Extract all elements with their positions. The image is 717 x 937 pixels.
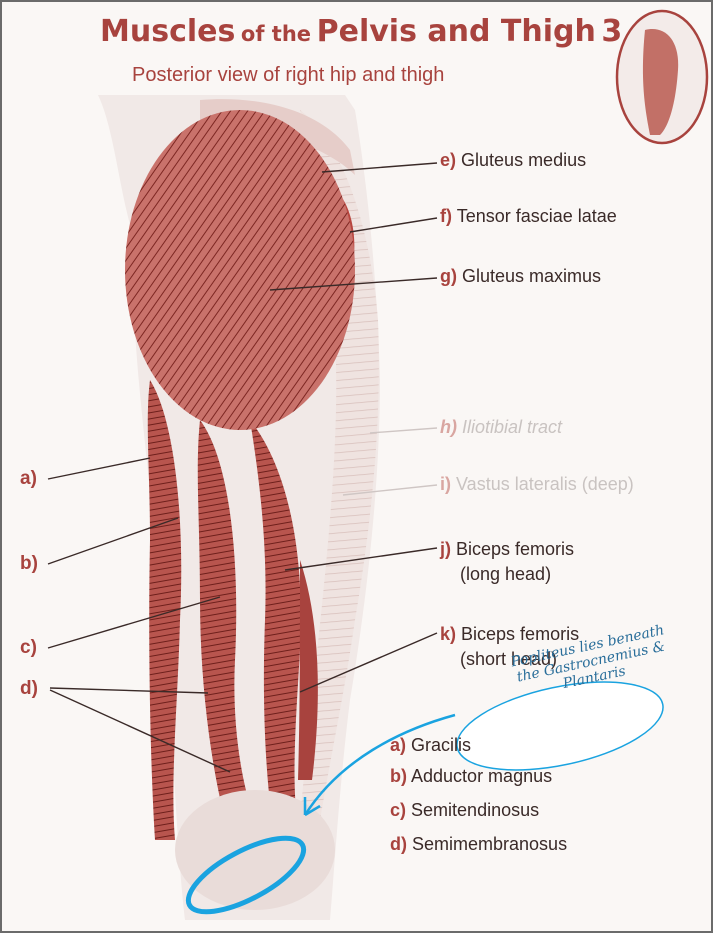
legend-semimembranosus: d) Semimembranosus (390, 834, 567, 855)
label-biceps-long-head: j) Biceps femoris(long head) (440, 537, 574, 587)
label-d: d) (20, 678, 38, 700)
title-pelvis-thigh: Pelvis and Thigh (317, 14, 596, 49)
legend-adductor-magnus: b) Adductor magnus (390, 766, 552, 787)
legend-semitendinosus: c) Semitendinosus (390, 800, 539, 821)
label-a: a) (20, 468, 37, 490)
label-vastus-lateralis: i) Vastus lateralis (deep) (440, 474, 634, 495)
title-number: 3 (601, 14, 622, 49)
title-of-the: of the (241, 22, 311, 46)
gluteus-maximus-shape (125, 110, 355, 430)
page-subtitle: Posterior view of right hip and thigh (132, 64, 444, 87)
label-b: b) (20, 553, 38, 575)
title-muscles: Muscles (100, 14, 235, 49)
leader-line-a (48, 458, 150, 479)
label-gluteus-medius: e) Gluteus medius (440, 150, 586, 171)
label-gluteus-maximus: g) Gluteus maximus (440, 266, 601, 287)
label-iliotibial-tract: h) Iliotibial tract (440, 417, 562, 438)
leader-line-h (370, 428, 437, 433)
label-tensor-fasciae-latae: f) Tensor fasciae latae (440, 206, 617, 227)
page-title: Muscles of the Pelvis and Thigh 3 (100, 14, 622, 49)
label-c: c) (20, 637, 37, 659)
legend-gracilis: a) Gracilis (390, 735, 471, 756)
